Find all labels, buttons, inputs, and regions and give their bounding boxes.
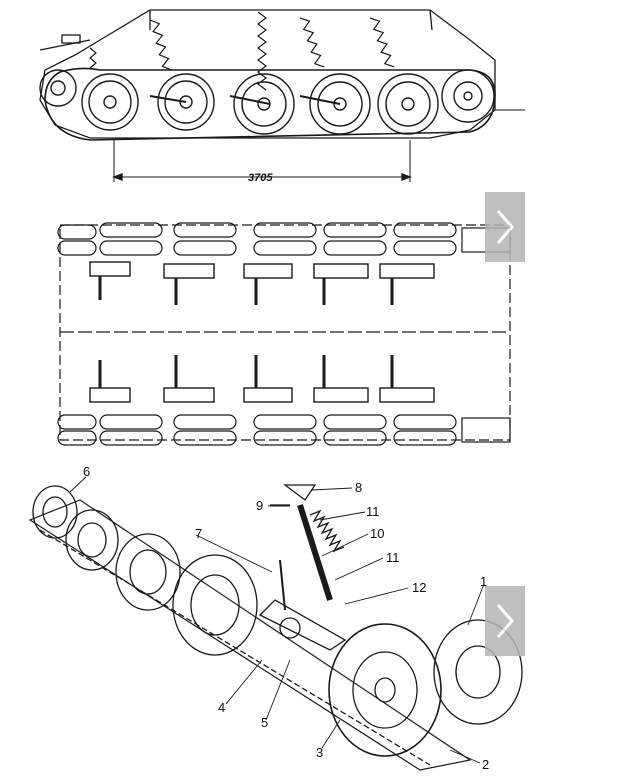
callout-11-lower: 11 bbox=[386, 550, 400, 565]
plan-view-drawing bbox=[57, 222, 511, 446]
dimension-label: 3705 bbox=[248, 172, 273, 184]
callout-2: 2 bbox=[482, 757, 489, 772]
callout-4: 4 bbox=[218, 700, 225, 715]
next-image-button[interactable] bbox=[485, 192, 525, 262]
callout-8: 8 bbox=[355, 480, 362, 495]
side-view-drawing bbox=[39, 9, 525, 182]
callout-11-upper: 11 bbox=[366, 504, 380, 519]
callout-3: 3 bbox=[316, 745, 323, 760]
callout-1: 1 bbox=[480, 574, 487, 589]
callout-9: 9 bbox=[256, 498, 263, 513]
callout-5: 5 bbox=[261, 715, 268, 730]
callout-10: 10 bbox=[370, 526, 384, 541]
callout-7: 7 bbox=[195, 526, 202, 541]
callout-6: 6 bbox=[83, 464, 90, 479]
next-image-button-lower[interactable] bbox=[485, 586, 525, 656]
callout-12: 12 bbox=[412, 580, 426, 595]
chevron-right-icon bbox=[496, 210, 514, 244]
chevron-right-icon bbox=[496, 604, 514, 638]
perspective-cutaway-drawing bbox=[28, 476, 523, 771]
